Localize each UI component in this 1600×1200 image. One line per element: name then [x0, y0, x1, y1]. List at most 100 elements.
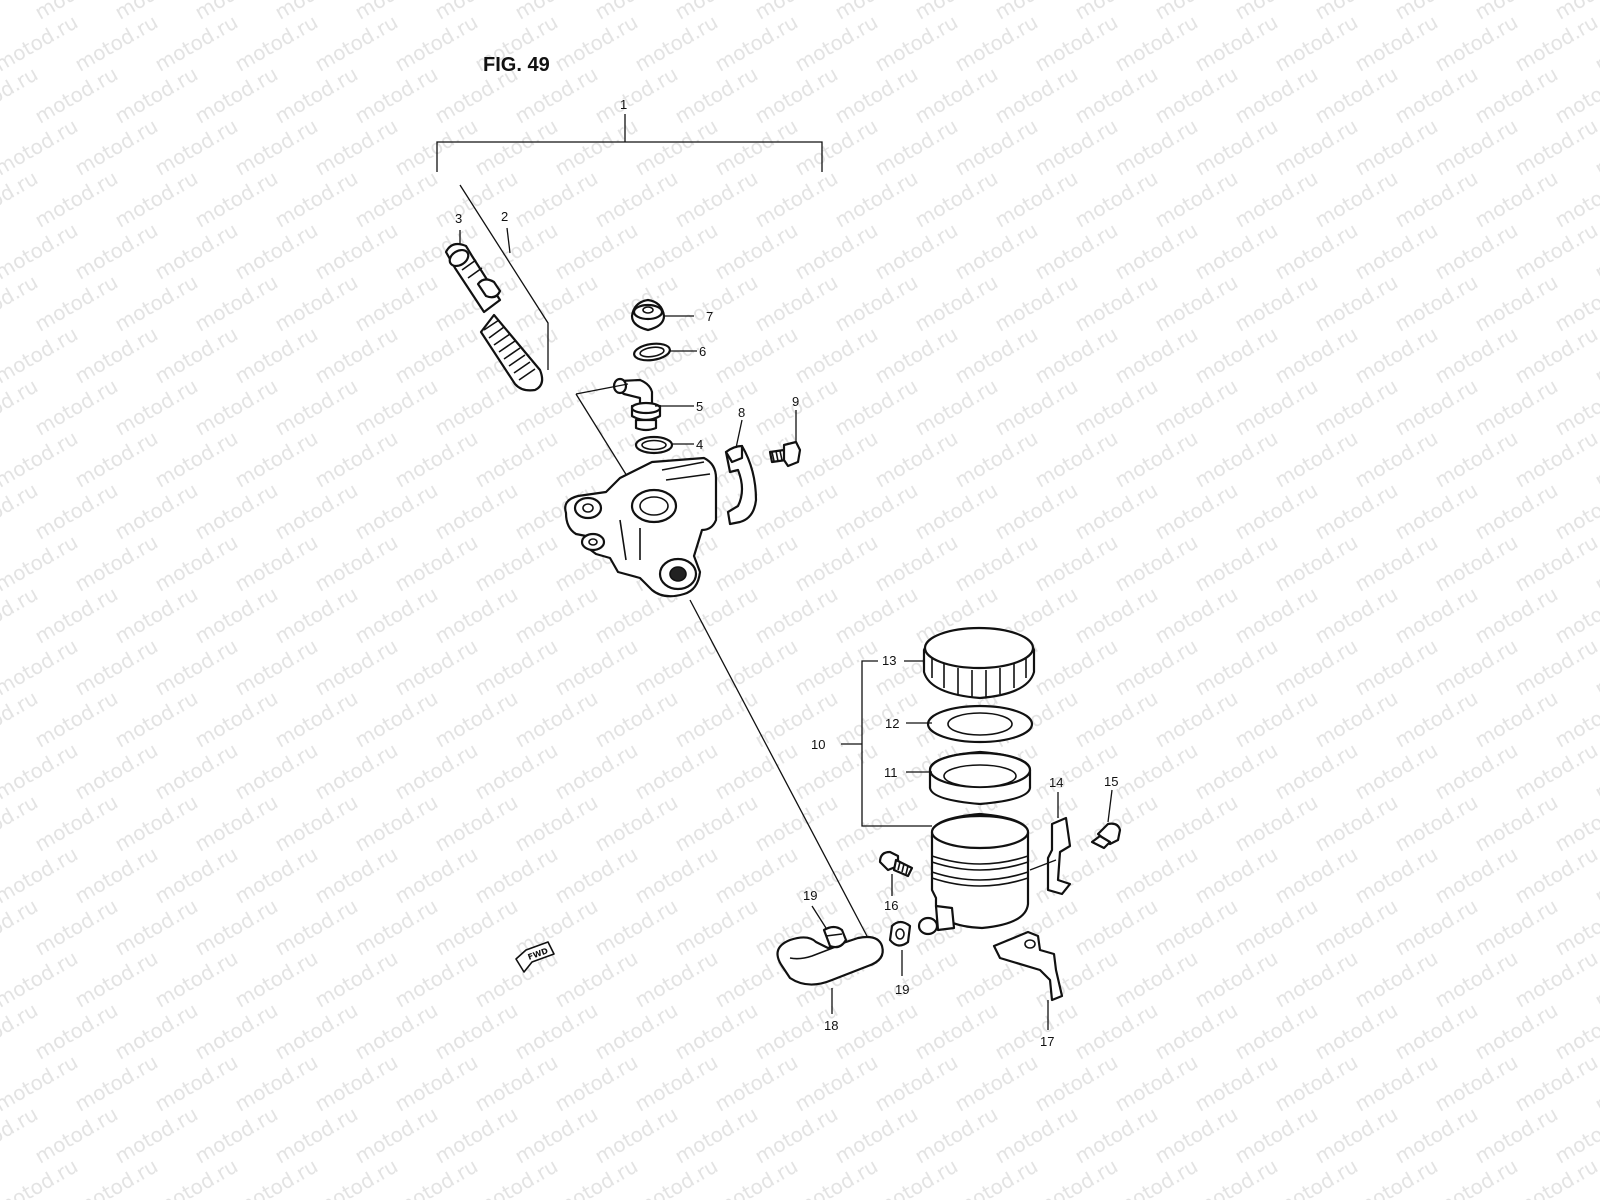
watermark-text: motod.ru — [871, 218, 962, 285]
watermark-text: motod.ru — [271, 478, 362, 545]
watermark-text: motod.ru — [751, 166, 842, 233]
reservoir-cap-seal — [630, 298, 666, 332]
watermark-text: motod.ru — [791, 10, 882, 77]
watermark-text: motod.ru — [1391, 62, 1482, 129]
watermark-text: motod.ru — [271, 582, 362, 649]
watermark-text: motod.ru — [351, 374, 442, 441]
watermark-text: motod.ru — [191, 478, 282, 545]
watermark-text: motod.ru — [1231, 478, 1322, 545]
watermark-text: motod.ru — [351, 478, 442, 545]
watermark-text: motod.ru — [471, 1050, 562, 1117]
watermark-text: motod.ru — [631, 1154, 722, 1200]
callout-2: 2 — [501, 209, 508, 224]
reservoir-bolt — [878, 850, 914, 878]
callout-18: 18 — [824, 1018, 838, 1033]
watermark-text: motod.ru — [551, 842, 642, 909]
watermark-text: motod.ru — [871, 426, 962, 493]
watermark-text: motod.ru — [231, 426, 322, 493]
watermark-text: motod.ru — [1111, 114, 1202, 181]
watermark-text: motod.ru — [1391, 686, 1482, 753]
watermark-text: motod.ru — [1031, 218, 1122, 285]
watermark-text: motod.ru — [1431, 10, 1522, 77]
watermark-text: motod.ru — [1351, 530, 1442, 597]
watermark-text: motod.ru — [431, 374, 522, 441]
watermark-text: motod.ru — [391, 842, 482, 909]
reservoir-mount-bracket — [1029, 816, 1072, 896]
watermark-text: motod.ru — [311, 946, 402, 1013]
watermark-text: motod.ru — [911, 1102, 1002, 1169]
diaphragm-plate — [926, 704, 1034, 744]
watermark-text: motod.ru — [591, 166, 682, 233]
watermark-text: motod.ru — [631, 634, 722, 701]
bracket-bolt — [1090, 822, 1122, 850]
watermark-text: motod.ru — [151, 426, 242, 493]
watermark-text: motod.ru — [991, 478, 1082, 545]
callout-leaders — [655, 315, 1113, 1030]
callout-17: 17 — [1040, 1034, 1054, 1049]
watermark-text: motod.ru — [711, 1050, 802, 1117]
watermark-text: motod.ru — [1071, 478, 1162, 545]
piston-spring — [479, 313, 544, 392]
watermark-text: motod.ru — [1191, 322, 1282, 389]
watermark-text: motod.ru — [151, 218, 242, 285]
watermark-text: motod.ru — [71, 530, 162, 597]
watermark-text: motod.ru — [951, 426, 1042, 493]
watermark-text: motod.ru — [791, 738, 882, 805]
watermark-text: motod.ru — [471, 114, 562, 181]
watermark-text: motod.ru — [751, 790, 842, 857]
watermark-text: motod.ru — [831, 374, 922, 441]
watermark-text: motod.ru — [1391, 894, 1482, 961]
watermark-text: motod.ru — [551, 946, 642, 1013]
watermark-text: motod.ru — [271, 894, 362, 961]
watermark-text: motod.ru — [1511, 114, 1600, 181]
watermark-text: motod.ru — [831, 478, 922, 545]
callout-1: 1 — [620, 97, 627, 112]
watermark-text: motod.ru — [431, 582, 522, 649]
watermark-text: motod.ru — [311, 1050, 402, 1117]
watermark-text: motod.ru — [871, 10, 962, 77]
watermark-text: motod.ru — [751, 582, 842, 649]
watermark-text: motod.ru — [671, 270, 762, 337]
watermark-text: motod.ru — [471, 1154, 562, 1200]
watermark-text: motod.ru — [751, 62, 842, 129]
watermark-text: motod.ru — [31, 166, 122, 233]
watermark-text: motod.ru — [951, 10, 1042, 77]
watermark-text: motod.ru — [151, 10, 242, 77]
watermark-text: motod.ru — [1431, 842, 1522, 909]
watermark-text: motod.ru — [671, 686, 762, 753]
watermark-text: motod.ru — [1391, 582, 1482, 649]
watermark-text: motod.ru — [1471, 686, 1562, 753]
watermark-text: motod.ru — [1511, 10, 1600, 77]
watermark-text: motod.ru — [1311, 478, 1402, 545]
watermark-text: motod.ru — [1151, 166, 1242, 233]
watermark-text: motod.ru — [1191, 114, 1282, 181]
watermark-text: motod.ru — [1191, 738, 1282, 805]
watermark-text: motod.ru — [1151, 686, 1242, 753]
watermark-text: motod.ru — [591, 998, 682, 1065]
watermark-text: motod.ru — [991, 998, 1082, 1065]
watermark-text: motod.ru — [551, 738, 642, 805]
watermark-text: motod.ru — [1271, 10, 1362, 77]
watermark-text: motod.ru — [791, 1050, 882, 1117]
callout-19-left: 19 — [803, 888, 817, 903]
watermark-text: motod.ru — [1071, 582, 1162, 649]
watermark-text: motod.ru — [551, 114, 642, 181]
watermark-text: motod.ru — [1351, 738, 1442, 805]
watermark-text: motod.ru — [431, 478, 522, 545]
lower-bracket — [992, 930, 1064, 1002]
reservoir-hose — [776, 935, 884, 986]
watermark-text: motod.ru — [431, 1102, 522, 1169]
watermark-text: motod.ru — [551, 634, 642, 701]
watermark-text: motod.ru — [1191, 634, 1282, 701]
watermark-text: motod.ru — [991, 1102, 1082, 1169]
watermark-text: motod.ru — [271, 998, 362, 1065]
watermark-text: motod.ru — [991, 62, 1082, 129]
watermark-text: motod.ru — [1151, 1102, 1242, 1169]
watermark-text: motod.ru — [831, 166, 922, 233]
watermark-text: motod.ru — [471, 738, 562, 805]
watermark-text: motod.ru — [511, 270, 602, 337]
watermark-text: motod.ru — [951, 322, 1042, 389]
watermark-text: motod.ru — [1511, 218, 1600, 285]
callout-10: 10 — [811, 737, 825, 752]
